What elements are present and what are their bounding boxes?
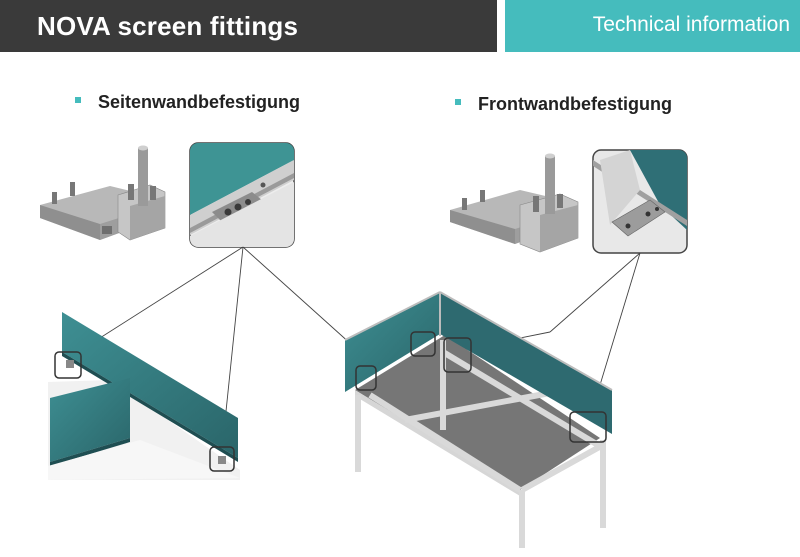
highlight-box xyxy=(410,331,436,357)
highlight-box xyxy=(355,365,377,391)
heading-front-fitting: Frontwandbefestigung xyxy=(455,94,672,115)
title-bar: NOVA screen fittings xyxy=(0,0,497,52)
section-label: Technical information xyxy=(592,13,790,36)
highlight-box xyxy=(569,411,607,443)
side-mount-scene xyxy=(48,312,240,480)
highlight-box xyxy=(209,446,235,472)
section-tab: Technical information xyxy=(505,0,800,52)
heading-side-fitting-label: Seitenwandbefestigung xyxy=(98,92,301,112)
heading-front-fitting-label: Frontwandbefestigung xyxy=(478,94,672,114)
square-bullet-icon xyxy=(455,99,461,106)
page-title: NOVA screen fittings xyxy=(37,11,299,41)
front-bracket-model xyxy=(450,153,579,253)
heading-side-fitting: Seitenwandbefestigung xyxy=(75,92,300,113)
front-fitting-detail xyxy=(592,149,688,254)
square-bullet-icon xyxy=(75,97,81,104)
side-fitting-detail xyxy=(189,142,295,248)
highlight-box xyxy=(443,337,472,373)
highlight-box xyxy=(54,351,82,379)
side-bracket-model xyxy=(40,145,166,241)
front-mount-scene xyxy=(344,291,613,548)
